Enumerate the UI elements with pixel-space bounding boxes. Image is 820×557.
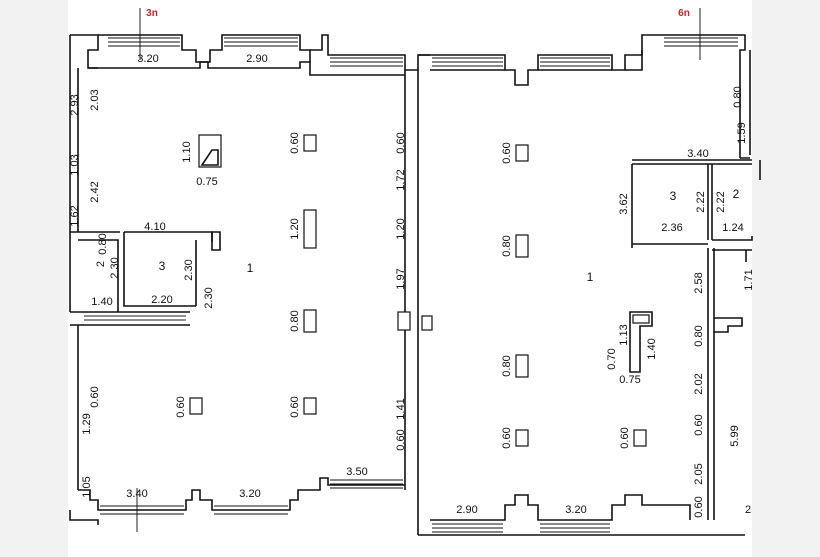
right-room3-bottom: 2.36 [661,222,682,234]
right-pillar-5: 0.60 [619,427,631,448]
left-right-dim-2: 1.72 [395,169,407,190]
dim-left-8: 1.29 [81,413,93,434]
right-edge-dim-5: 2.02 [693,373,705,394]
right-pillar-1: 0.60 [501,142,513,163]
dim-left-9: 1.05 [81,476,93,497]
dim-left-4: 2.42 [89,181,101,202]
dim-left-3: 1.03 [69,154,81,175]
right-shaft-height: 1.13 [618,324,630,345]
right-edge-dim-2: 1.59 [736,122,748,143]
left-pillar-1: 0.60 [289,132,301,153]
dim-left-6: 0.80 [97,233,109,254]
left-pillar-2: 1.20 [289,218,301,239]
left-room-label-2: 2 [95,261,107,267]
right-small-dim: 2.22 [695,191,707,212]
left-shaft-height: 1.10 [181,141,193,162]
left-shaft [198,134,222,168]
right-room2-label: 2 [733,187,740,201]
left-right-dim-5: 1.41 [395,398,407,419]
axis-mark-6: 6n [678,8,690,19]
left-room3-width: 4.10 [144,221,165,233]
right-shaft-length: 1.40 [646,338,658,359]
dim-left-2: 2.03 [89,89,101,110]
right-pillars [515,144,647,447]
left-room3-label: 3 [159,259,166,273]
right-pillar-2: 0.80 [501,235,513,256]
left-room-height: 2.30 [109,257,121,278]
right-edge-dim-3: 2.58 [693,272,705,293]
right-edge-dim-7: 2.05 [693,463,705,484]
left-right-dim-3: 1.20 [395,218,407,239]
right-bottom-2: 3.20 [565,504,586,516]
left-dimensions: 3.20 2.90 3.40 3.20 3.50 2.93 2.03 1.03 … [69,53,407,500]
left-right-dim-1: 0.60 [395,132,407,153]
right-pillar-3: 0.80 [501,355,513,376]
left-pillar-5: 0.60 [289,396,301,417]
right-room2-height: 2.22 [715,191,727,212]
right-edge-dim-8: 0.60 [693,496,705,517]
right-room3-width: 3.40 [687,148,708,160]
left-room-width: 1.40 [91,296,112,308]
right-room3-label: 3 [670,189,677,203]
left-right-dim-4: 1.97 [395,268,407,289]
right-room3-height: 3.62 [618,193,630,214]
dim-bottom-3: 3.50 [346,466,367,478]
dim-bottom-2: 3.20 [239,488,260,500]
right-block-walls [418,34,761,536]
right-edge-dim-4: 0.80 [693,325,705,346]
left-pillar-3: 0.80 [289,310,301,331]
left-main-room-label: 1 [247,261,254,275]
dim-top-2: 2.90 [246,53,267,65]
axis-mark-3: 3n [146,8,158,19]
left-room3-side: 2.30 [203,287,215,308]
left-pillars [189,134,433,415]
left-right-dim-6: 0.60 [395,429,407,450]
left-room3-bottom: 2.20 [151,294,172,306]
left-room3-h1: 2.30 [183,259,195,280]
right-main-room-label: 1 [587,270,594,284]
right-dimensions: 2.90 3.20 0.60 0.80 0.80 0.60 0.60 1 3.4… [456,86,755,517]
far-right-dim-2: 5.99 [729,425,741,446]
far-right-fragment: 2 [745,504,751,516]
right-bottom-1: 2.90 [456,504,477,516]
dim-left-1: 2.93 [69,94,81,115]
right-shaft-width: 0.75 [619,374,640,386]
right-room2-width: 1.24 [722,222,743,234]
left-block-walls [69,34,430,535]
left-pillar-4: 0.60 [175,396,187,417]
dim-left-5: 1.62 [69,205,81,226]
dim-top-1: 3.20 [137,53,158,65]
dim-bottom-1: 3.40 [126,488,147,500]
far-right-dim-1: 1.71 [743,269,755,290]
right-pillar-4: 0.60 [501,427,513,448]
right-shaft-side: 0.70 [606,348,618,369]
right-edge-dim-1: 0.80 [732,86,744,107]
dim-left-7: 0.60 [89,386,101,407]
right-edge-dim-6: 0.60 [693,414,705,435]
right-shaft [629,311,653,373]
left-shaft-width: 0.75 [196,176,217,188]
